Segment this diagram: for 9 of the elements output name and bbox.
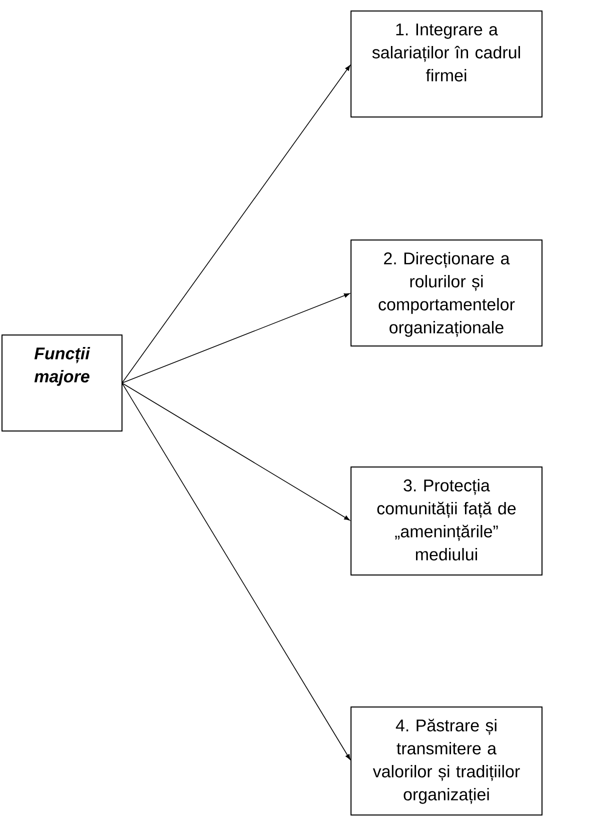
arrow [122, 65, 350, 384]
item-box: 3. Protecția comunității față de „amenințările” mediului [350, 466, 542, 576]
item-box: 1. Integrare a salariaților în cadrul firmei [350, 10, 542, 118]
concept-box: Funcții majore [2, 334, 122, 432]
item-box: 4. Păstrare și transmitere a valorilor și tradițiilor organizației [350, 706, 542, 816]
arrow [122, 293, 350, 384]
arrow [122, 382, 350, 760]
arrow [122, 382, 350, 521]
item-box: 2. Direcționare a rolurilor și comportamentelor organizaționale [350, 240, 542, 346]
